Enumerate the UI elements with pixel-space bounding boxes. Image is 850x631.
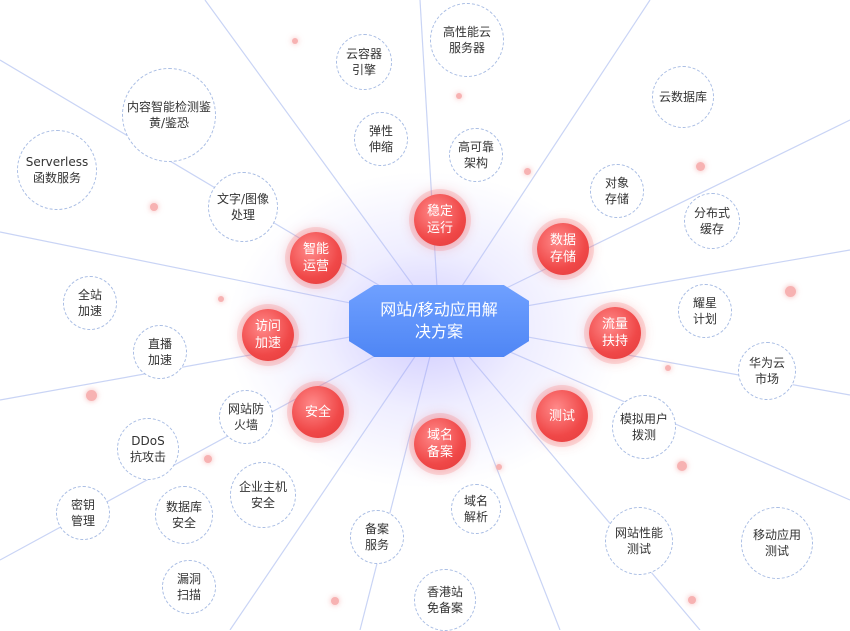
- leaf-live-cdn[interactable]: 直播加速: [133, 325, 187, 379]
- leaf-label: 域名解析: [463, 494, 488, 524]
- leaf-reliable-arch[interactable]: 高可靠架构: [449, 128, 503, 182]
- connector-ray: [438, 320, 561, 630]
- leaf-label: 网站防火墙: [227, 402, 264, 432]
- category-test[interactable]: 测试: [536, 390, 588, 442]
- decor-dot: [688, 596, 696, 604]
- leaf-serverless[interactable]: Serverless函数服务: [17, 130, 97, 210]
- leaf-key-mgmt[interactable]: 密钥管理: [56, 486, 110, 540]
- leaf-label: Serverless函数服务: [25, 155, 89, 185]
- category-label: 安全: [304, 404, 331, 420]
- category-label: 数据存储: [549, 233, 576, 265]
- leaf-mobile-test[interactable]: 移动应用测试: [741, 507, 813, 579]
- leaf-label: 网站性能测试: [614, 526, 663, 556]
- connector-ray: [438, 320, 701, 630]
- category-domain[interactable]: 域名备案: [414, 418, 466, 470]
- decor-dot: [665, 365, 671, 371]
- leaf-host-security[interactable]: 企业主机安全: [230, 462, 296, 528]
- leaf-cloud-database[interactable]: 云数据库: [652, 66, 714, 128]
- decor-dot: [204, 455, 212, 463]
- connector-ray: [419, 0, 440, 322]
- decor-dot: [677, 461, 687, 471]
- category-storage[interactable]: 数据存储: [537, 223, 589, 275]
- leaf-dns-resolve[interactable]: 域名解析: [451, 484, 501, 534]
- connector-ray: [438, 0, 651, 322]
- leaf-label: 直播加速: [147, 337, 172, 367]
- category-security[interactable]: 安全: [292, 386, 344, 438]
- leaf-label: 华为云市场: [748, 356, 785, 386]
- leaf-label: 移动应用测试: [752, 528, 801, 558]
- leaf-hk-no-icp[interactable]: 香港站免备案: [414, 569, 476, 631]
- leaf-label: 备案服务: [364, 522, 389, 552]
- decor-dot: [331, 597, 339, 605]
- leaf-label: 模拟用户拨测: [619, 412, 668, 442]
- decor-dot: [218, 296, 224, 302]
- leaf-label: 对象存储: [604, 176, 629, 206]
- leaf-label: 云数据库: [658, 90, 707, 104]
- leaf-waf[interactable]: 网站防火墙: [219, 390, 273, 444]
- category-label: 稳定运行: [426, 204, 453, 236]
- leaf-label: DDoS抗攻击: [129, 434, 166, 464]
- connector-ray: [229, 320, 440, 630]
- decor-dot: [150, 203, 158, 211]
- leaf-label: 全站加速: [77, 288, 102, 318]
- category-label: 智能运营: [302, 242, 329, 274]
- leaf-icp-service[interactable]: 备案服务: [350, 510, 404, 564]
- category-ops[interactable]: 智能运营: [290, 232, 342, 284]
- hub-label: 网站/移动应用解决方案: [380, 300, 498, 341]
- leaf-high-perf-server[interactable]: 高性能云服务器: [430, 3, 504, 77]
- leaf-db-security[interactable]: 数据库安全: [155, 486, 213, 544]
- leaf-label: 文字/图像处理: [216, 192, 270, 222]
- category-label: 访问加速: [254, 319, 281, 351]
- leaf-content-moderation[interactable]: 内容智能检测鉴黄/鉴恐: [122, 68, 216, 162]
- decor-dot: [785, 286, 796, 297]
- leaf-dial-test[interactable]: 模拟用户拨测: [612, 395, 676, 459]
- category-label: 测试: [548, 408, 575, 424]
- leaf-container-engine[interactable]: 云容器引擎: [336, 34, 392, 90]
- decor-dot: [292, 38, 298, 44]
- leaf-label: 企业主机安全: [238, 480, 287, 510]
- leaf-auto-scaling[interactable]: 弹性伸缩: [354, 112, 408, 166]
- leaf-label: 耀星计划: [692, 296, 717, 326]
- leaf-cdn[interactable]: 全站加速: [63, 276, 117, 330]
- leaf-label: 分布式缓存: [693, 206, 730, 236]
- leaf-ocr-image[interactable]: 文字/图像处理: [208, 172, 278, 242]
- category-access[interactable]: 访问加速: [242, 309, 294, 361]
- leaf-label: 高性能云服务器: [442, 25, 491, 55]
- leaf-label: 漏洞扫描: [176, 572, 201, 602]
- category-label: 域名备案: [426, 428, 453, 460]
- leaf-site-perf-test[interactable]: 网站性能测试: [605, 507, 673, 575]
- leaf-label: 内容智能检测鉴黄/鉴恐: [126, 100, 211, 130]
- category-label: 流量扶持: [601, 317, 628, 349]
- leaf-ddos[interactable]: DDoS抗攻击: [117, 418, 179, 480]
- decor-dot: [496, 464, 502, 470]
- leaf-label: 弹性伸缩: [368, 124, 393, 154]
- center-hub: 网站/移动应用解决方案: [349, 285, 529, 357]
- leaf-label: 高可靠架构: [457, 140, 494, 170]
- leaf-yaoxing-plan[interactable]: 耀星计划: [678, 284, 732, 338]
- leaf-cloud-market[interactable]: 华为云市场: [738, 342, 796, 400]
- leaf-label: 云容器引擎: [346, 47, 383, 77]
- decor-dot: [86, 390, 97, 401]
- decor-dot: [696, 162, 705, 171]
- leaf-vuln-scan[interactable]: 漏洞扫描: [162, 560, 216, 614]
- category-stable[interactable]: 稳定运行: [414, 194, 466, 246]
- leaf-label: 数据库安全: [165, 500, 202, 530]
- decor-dot: [524, 168, 531, 175]
- connector-ray: [359, 320, 440, 630]
- leaf-label: 密钥管理: [70, 498, 95, 528]
- category-traffic[interactable]: 流量扶持: [589, 307, 641, 359]
- connector-ray: [204, 0, 440, 322]
- decor-dot: [456, 93, 462, 99]
- leaf-distributed-cache[interactable]: 分布式缓存: [684, 193, 740, 249]
- leaf-object-storage[interactable]: 对象存储: [590, 164, 644, 218]
- leaf-label: 香港站免备案: [426, 585, 463, 615]
